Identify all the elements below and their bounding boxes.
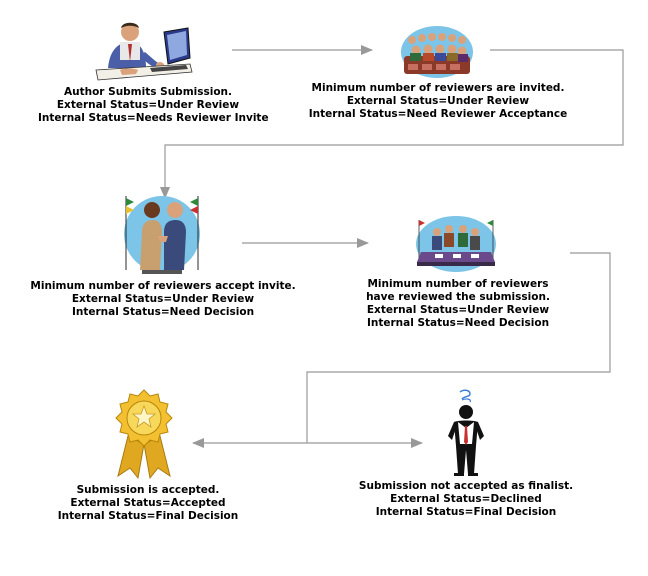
internal-status: Internal Status=Final Decision xyxy=(57,510,239,522)
external-status: External Status=Under Review xyxy=(71,293,255,305)
internal-status: Internal Status=Need Reviewer Acceptance xyxy=(308,108,568,120)
step-title-line1: Minimum number of reviewers xyxy=(367,278,549,290)
step-title: Minimum number of reviewers accept invit… xyxy=(30,280,296,292)
meeting-table-icon xyxy=(416,216,496,272)
step-title-line2: have reviewed the submission. xyxy=(366,291,550,303)
step-title: Submission not accepted as finalist. xyxy=(358,480,574,492)
external-status: External Status=Under Review xyxy=(346,95,530,107)
external-status: External Status=Declined xyxy=(390,493,542,505)
step-title: Minimum number of reviewers are invited. xyxy=(311,82,565,94)
external-status: External Status=Under Review xyxy=(56,99,240,111)
handshake-icon xyxy=(124,196,200,274)
confused-person-icon xyxy=(448,389,484,476)
caption-declined: Submission not accepted as finalist. Ext… xyxy=(346,480,586,519)
internal-status: Internal Status=Final Decision xyxy=(375,506,557,518)
internal-status: Internal Status=Needs Reviewer Invite xyxy=(38,112,269,124)
step-title: Submission is accepted. xyxy=(76,484,220,496)
external-status: External Status=Under Review xyxy=(366,304,550,316)
caption-reviewers-accept: Minimum number of reviewers accept invit… xyxy=(28,280,298,319)
internal-status: Internal Status=Need Decision xyxy=(366,317,550,329)
internal-status: Internal Status=Need Decision xyxy=(71,306,255,318)
step-title: Author Submits Submission. xyxy=(63,86,233,98)
caption-reviewers-invited: Minimum number of reviewers are invited.… xyxy=(308,82,568,121)
award-ribbon-icon xyxy=(115,389,173,480)
connector-reviewed-to-decision xyxy=(306,252,611,443)
caption-reviewers-reviewed: Minimum number of reviewers have reviewe… xyxy=(338,278,578,330)
audience-group-icon xyxy=(401,26,473,78)
external-status: External Status=Accepted xyxy=(70,497,226,509)
author-at-laptop-icon xyxy=(95,22,193,81)
caption-author-submits: Author Submits Submission. External Stat… xyxy=(38,86,269,125)
caption-accepted: Submission is accepted. External Status=… xyxy=(48,484,248,523)
connector-invited-to-accept xyxy=(160,49,624,199)
